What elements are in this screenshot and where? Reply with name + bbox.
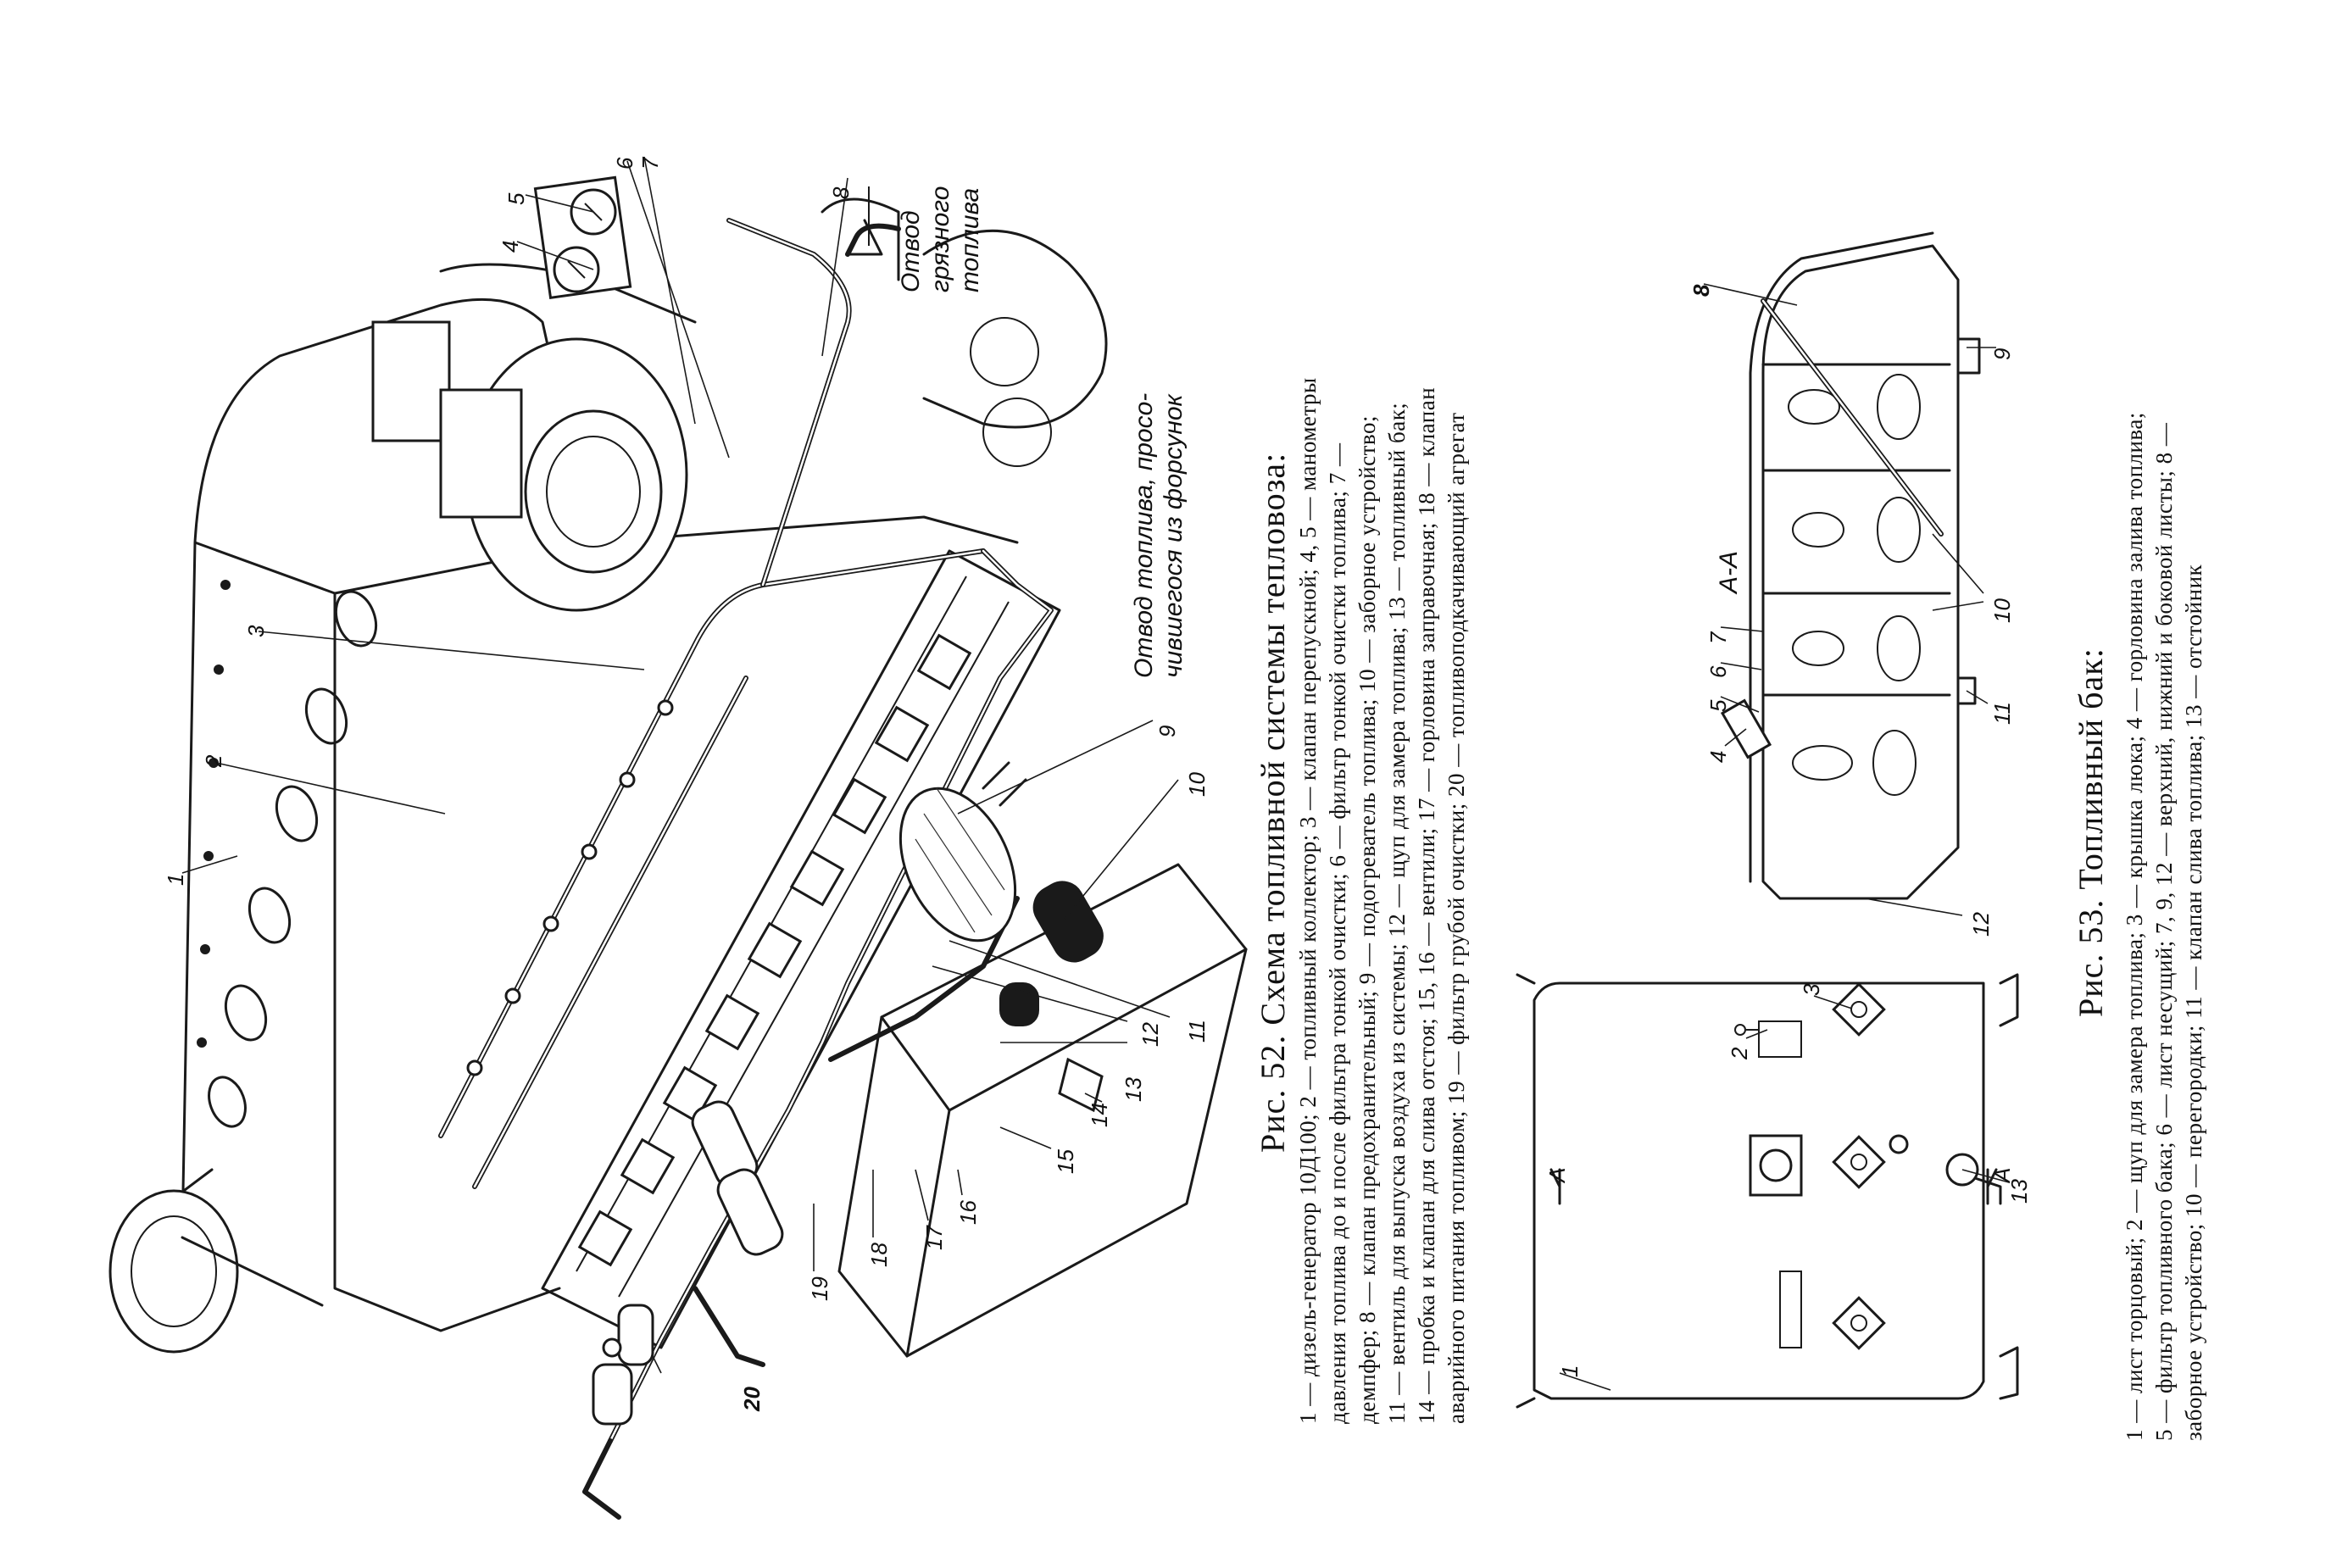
label-19: 19 bbox=[807, 1276, 832, 1301]
fig52-legend-line-6: аварийного питания топливом; 19 — фильтр… bbox=[1444, 412, 1469, 1424]
section-label-5: 5 bbox=[1705, 699, 1731, 712]
label-20: 20 bbox=[739, 1387, 765, 1411]
fig53-legend-line-3: заборное устройство; 10 — перегородки; 1… bbox=[2181, 564, 2206, 1441]
label-16: 16 bbox=[955, 1200, 981, 1225]
fig53-diagram bbox=[1516, 231, 2019, 1409]
manometer-panel bbox=[533, 175, 632, 300]
plan-label-13: 13 bbox=[2006, 1179, 2032, 1204]
section-label-11: 11 bbox=[1989, 702, 2015, 725]
fig52-legend-line-4: 11 — вентиль для выпуска воздуха из сист… bbox=[1384, 402, 1410, 1424]
fig52-legend-line-2: давления топлива до и после фильтра тонк… bbox=[1325, 442, 1350, 1424]
section-label-8: 8 bbox=[1688, 284, 1714, 297]
hatch-covers bbox=[1832, 982, 1886, 1350]
fuel-pipes bbox=[582, 218, 1054, 1520]
diesel-generator-body bbox=[108, 297, 561, 1354]
section-label-7: 7 bbox=[1705, 631, 1731, 644]
drain-arrow bbox=[846, 186, 883, 256]
label-17: 17 bbox=[921, 1226, 947, 1250]
label-10: 10 bbox=[1184, 772, 1210, 797]
label-15: 15 bbox=[1053, 1149, 1078, 1174]
label-11: 11 bbox=[1184, 1020, 1210, 1043]
section-label-12: 12 bbox=[1968, 912, 1994, 937]
label-8: 8 bbox=[828, 186, 854, 199]
fig52-leader-lines bbox=[181, 156, 1179, 1374]
label-14: 14 bbox=[1087, 1103, 1112, 1127]
fig53-title: Рис. 53. Топливный бак: bbox=[2072, 648, 2110, 1017]
label-9: 9 bbox=[1154, 725, 1180, 737]
section-label-9: 9 bbox=[1989, 348, 2015, 360]
section-mark-a-right: А bbox=[1989, 1167, 2015, 1182]
pump-unit bbox=[592, 1304, 654, 1426]
cylinder-head-covers bbox=[541, 549, 1061, 1349]
fig52-diagram bbox=[108, 156, 1248, 1520]
plan-label-3: 3 bbox=[1799, 983, 1824, 996]
section-label-10: 10 bbox=[1989, 598, 2015, 623]
section-label-6: 6 bbox=[1705, 665, 1731, 678]
label-7: 7 bbox=[637, 157, 663, 170]
label-3: 3 bbox=[243, 625, 269, 637]
tank-plan-view bbox=[1516, 973, 2019, 1409]
fuel-tank bbox=[837, 863, 1248, 1358]
cover-marks bbox=[577, 633, 972, 1267]
fig52-legend-line-5: 14 — пробка и клапан для слива отстоя; 1… bbox=[1414, 386, 1439, 1424]
blower-housing bbox=[821, 197, 1108, 467]
label-4: 4 bbox=[498, 240, 523, 253]
label-5: 5 bbox=[503, 192, 529, 205]
label-12: 12 bbox=[1138, 1022, 1163, 1047]
fuel-heater bbox=[898, 761, 1027, 942]
inspection-hatches bbox=[208, 590, 378, 1128]
fig53-legend-line-1: 1 — лист торцовый; 2 — щуп для замера то… bbox=[2122, 412, 2147, 1441]
callout-drain-line3: топлива bbox=[956, 187, 984, 292]
tank-section-view bbox=[1720, 231, 1981, 900]
fig53-leader-lines bbox=[1559, 283, 2010, 1391]
fig52-legend-line-3: демпфер; 8 — клапан предохранительный; 9… bbox=[1355, 415, 1380, 1424]
section-title: А-А bbox=[1715, 550, 1743, 593]
label-2: 2 bbox=[201, 754, 226, 767]
bolt-row bbox=[197, 580, 231, 1048]
plan-label-2: 2 bbox=[1727, 1047, 1752, 1059]
section-label-4: 4 bbox=[1705, 750, 1731, 763]
callout-return-line2: чившегося из форсунок bbox=[1160, 394, 1188, 678]
label-18: 18 bbox=[866, 1243, 892, 1267]
section-mark-a-left: А bbox=[1544, 1167, 1570, 1182]
injector-taps bbox=[466, 699, 674, 1076]
fuel-manifold bbox=[438, 548, 986, 1189]
fig53-legend-line-2: 5 — фильтр топливного бака; 6 — лист нес… bbox=[2151, 422, 2177, 1441]
coarse-filter bbox=[691, 1100, 784, 1256]
fig52-title: Рис. 52. Схема топливной системы теплово… bbox=[1254, 452, 1292, 1153]
fig52-legend-line-1: 1 — дизель-генератор 10Д100; 2 — топливн… bbox=[1295, 377, 1321, 1424]
partition-holes bbox=[1788, 374, 1921, 796]
label-1: 1 bbox=[163, 873, 188, 886]
label-13: 13 bbox=[1121, 1077, 1146, 1102]
plan-label-1: 1 bbox=[1557, 1365, 1583, 1377]
turbochargers bbox=[371, 263, 697, 612]
